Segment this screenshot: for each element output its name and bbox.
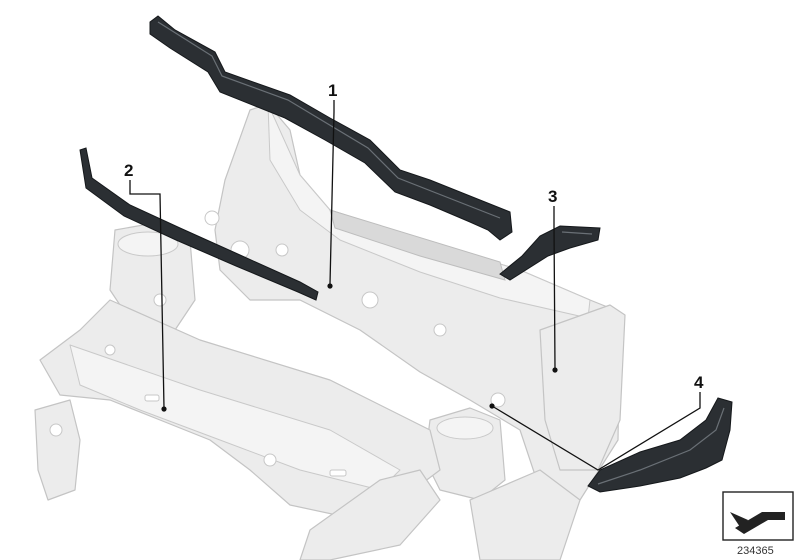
leader-line-3 — [553, 206, 556, 369]
part-4-wheel-arch-seal — [587, 397, 733, 493]
callout-2: 2 — [124, 161, 133, 180]
reference-number: 234365 — [737, 545, 774, 557]
leader-dot-2 — [161, 406, 167, 412]
leader-dot-3 — [552, 367, 558, 373]
part-2-hood-seal — [79, 147, 319, 301]
arrow-icon — [730, 512, 785, 534]
reference-block: 234365 — [722, 491, 794, 557]
callout-1: 1 — [328, 81, 337, 100]
part-1-cowl-seal — [149, 15, 513, 241]
leader-line-1 — [329, 100, 335, 285]
leader-lines — [129, 100, 701, 471]
part-3-seal-bracket — [499, 225, 601, 281]
callout-4: 4 — [694, 373, 704, 392]
leader-line-4 — [491, 392, 701, 471]
leader-dot-1 — [327, 283, 333, 289]
callout-3: 3 — [548, 187, 557, 206]
leader-line-2 — [129, 180, 165, 409]
callout-labels: 1 2 3 4 — [124, 81, 704, 392]
leader-dot-4 — [489, 403, 495, 409]
front-end-body-structure — [34, 103, 626, 560]
